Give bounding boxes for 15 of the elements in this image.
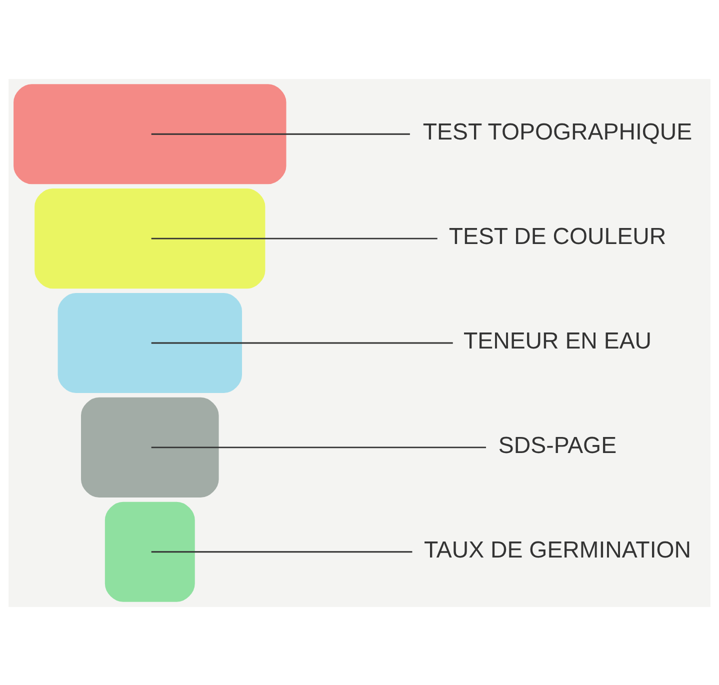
connector <box>151 550 412 552</box>
node-bar <box>14 84 286 184</box>
node-text: SDS-PAGE <box>498 431 617 458</box>
node-text: TEST DE COULEUR <box>448 222 666 249</box>
node-bar <box>104 501 195 602</box>
connector <box>151 342 453 344</box>
node-bar <box>34 188 266 288</box>
node-text: TENEUR EN EAU <box>463 327 652 354</box>
node-text: TAUX DE GERMINATION <box>424 536 692 562</box>
connector <box>151 237 438 239</box>
connector <box>151 132 410 134</box>
node-text: TEST TOPOGRAPHIQUE <box>422 118 692 144</box>
node-bar <box>58 292 242 393</box>
connector <box>151 446 486 448</box>
node-bar <box>81 396 219 497</box>
